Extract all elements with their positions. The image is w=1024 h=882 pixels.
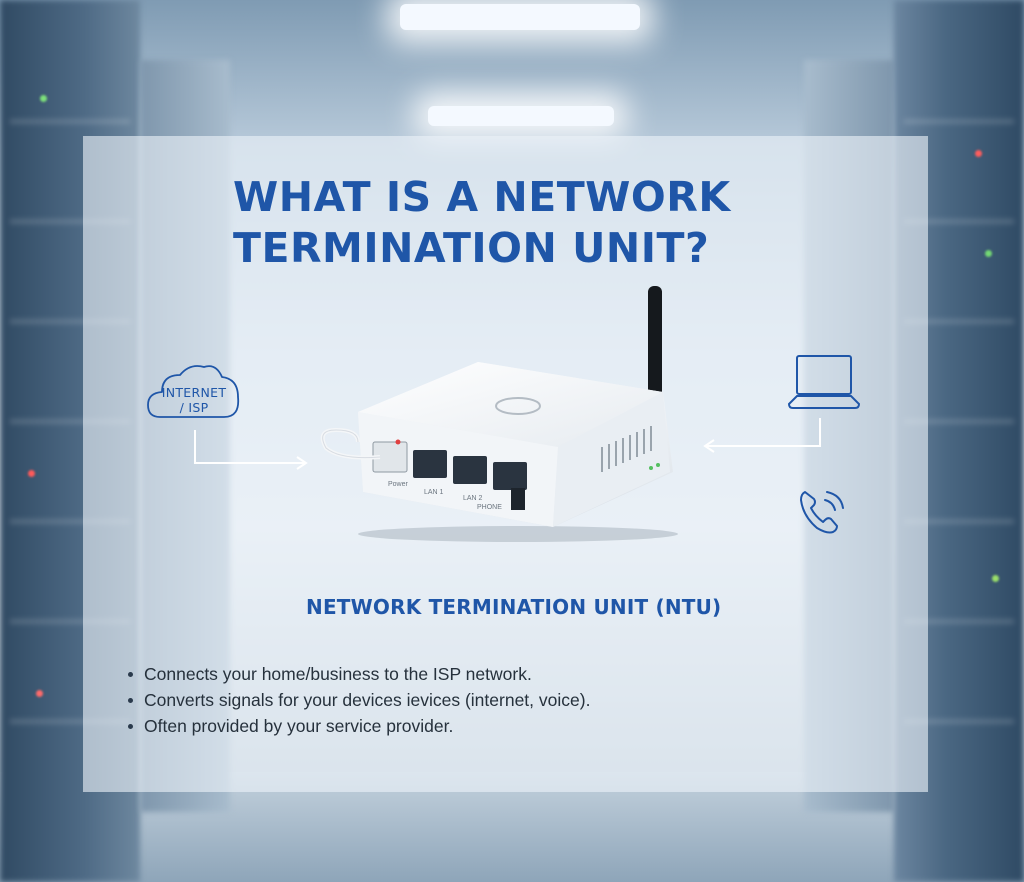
port-label: LAN 2 (463, 495, 483, 502)
internet-label-line-2: / ISP (179, 400, 209, 415)
list-item-text: Converts signals for your devices ievice… (144, 690, 591, 710)
title-line-1: WHAT IS A NETWORK (233, 173, 731, 221)
list-item: Connects your home/business to the ISP n… (125, 661, 590, 687)
internet-label: INTERNET / ISP (146, 385, 242, 415)
list-item-text: Connects your home/business to the ISP n… (144, 664, 532, 684)
connection-arrow-right (194, 430, 308, 470)
ceiling-light (428, 106, 614, 126)
server-led (975, 150, 982, 157)
feature-list: Connects your home/business to the ISP n… (125, 661, 590, 739)
ceiling-light (400, 4, 640, 30)
server-led (992, 575, 999, 582)
server-led (40, 95, 47, 102)
router-image: Power LAN 1 LAN 2 PHONE (320, 286, 678, 542)
port-label: LAN 1 (424, 489, 444, 496)
phone-icon (800, 491, 844, 534)
section-subtitle: NETWORK TERMINATION UNIT (NTU) (306, 595, 722, 619)
laptop-icon (787, 355, 861, 409)
cloud-icon (147, 365, 240, 418)
internet-label-line-1: INTERNET (161, 385, 227, 400)
connection-arrow-left (703, 418, 821, 453)
list-item: Converts signals for your devices ievice… (125, 687, 590, 713)
page-title: WHAT IS A NETWORK TERMINATION UNIT? (233, 172, 793, 274)
server-led (985, 250, 992, 257)
title-line-2: TERMINATION UNIT? (233, 224, 710, 272)
antenna (648, 286, 662, 404)
server-led (28, 470, 35, 477)
port-label: Power (388, 481, 409, 488)
internet-cloud: INTERNET / ISP (146, 361, 242, 425)
port-label: PHONE (477, 504, 502, 511)
list-item: Often provided by your service provider. (125, 713, 590, 739)
list-item-text: Often provided by your service provider. (144, 716, 454, 736)
server-led (36, 690, 43, 697)
